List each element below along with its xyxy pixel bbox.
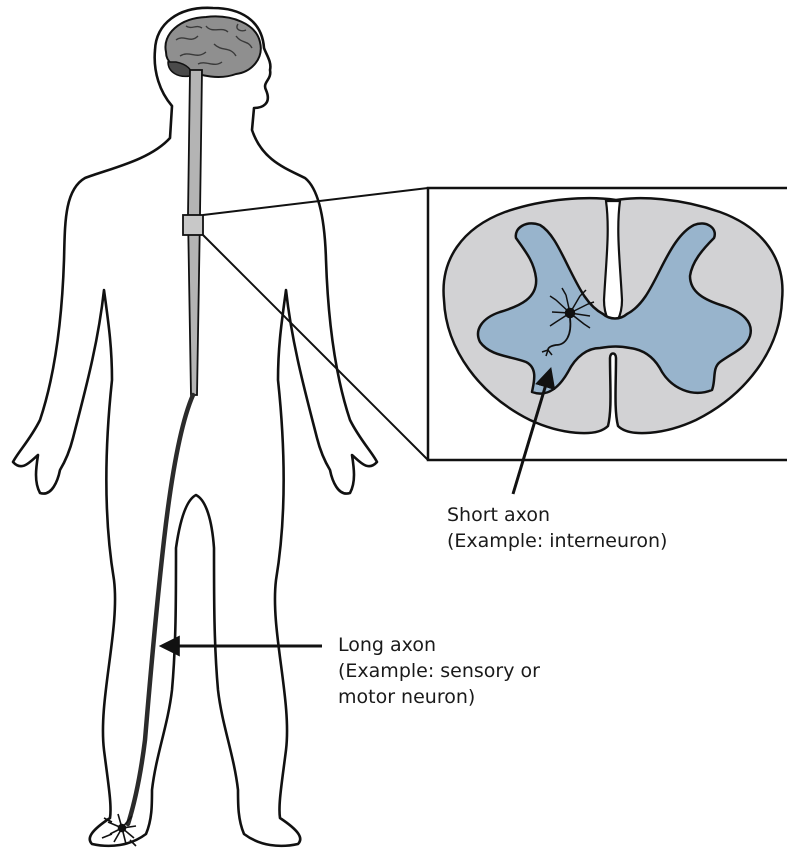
- dorsal-median-sulcus: [604, 201, 622, 326]
- long-axon-label: Long axon (Example: sensory or motor neu…: [338, 632, 540, 710]
- short-axon-title: Short axon: [447, 502, 667, 528]
- long-axon-example-line1: (Example: sensory or: [338, 658, 540, 684]
- long-axon-example-line2: motor neuron): [338, 684, 540, 710]
- long-axon-title: Long axon: [338, 632, 540, 658]
- short-axon-label: Short axon (Example: interneuron): [447, 502, 667, 554]
- short-axon-example: (Example: interneuron): [447, 528, 667, 554]
- zoom-region-box: [183, 215, 203, 235]
